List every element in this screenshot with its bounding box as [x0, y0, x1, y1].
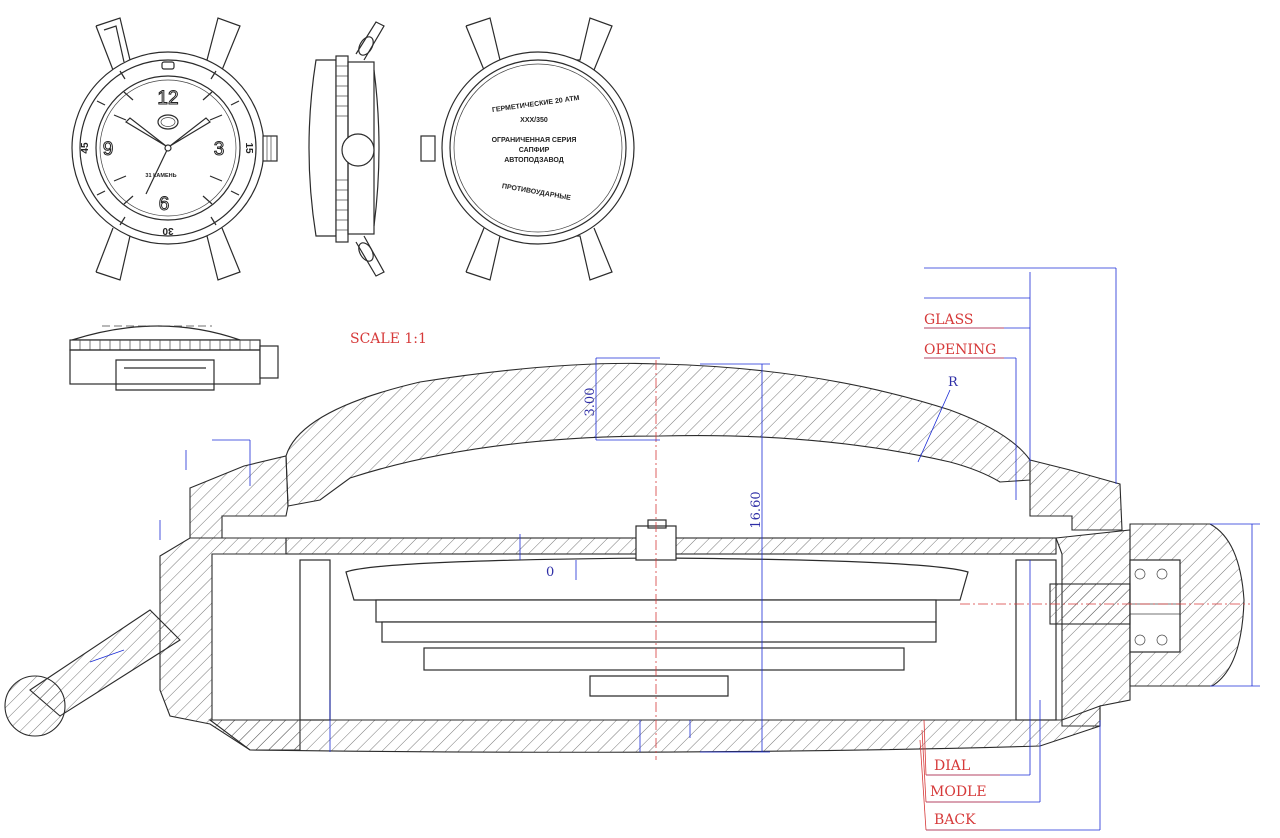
- numeral-6: 6: [159, 194, 170, 215]
- glass-crystal: [285, 362, 1031, 507]
- bezel-mark-45: 45: [80, 142, 91, 154]
- bezel-mark-30: 30: [162, 225, 174, 236]
- case-left: [159, 537, 301, 751]
- callout-glass: GLASS: [924, 312, 974, 328]
- side-view: [308, 21, 385, 277]
- top-crown-icon: [259, 345, 279, 379]
- case-right: [1055, 529, 1131, 727]
- back-crown-icon: [420, 135, 436, 162]
- dim-radius: R: [948, 375, 959, 390]
- callout-module: MODLE: [930, 784, 987, 800]
- dim-glass-thickness: 3.00: [583, 388, 598, 417]
- hour-indices: [113, 91, 223, 205]
- side-crown-icon: [341, 133, 375, 167]
- case-back: [208, 705, 1101, 753]
- case-back-view: ГЕРМЕТИЧЕСКИЕ 20 АТМ XXX/350 ОГРАНИЧЕННА…: [420, 17, 635, 281]
- callout-opening: OPENING: [924, 342, 996, 358]
- top-view: [69, 325, 279, 391]
- caseback-line-2: XXX/350: [520, 117, 548, 124]
- crown-icon: [262, 135, 278, 162]
- caseback-line-4: САПФИР: [519, 147, 550, 154]
- scale-label: SCALE 1:1: [350, 331, 427, 347]
- dim-gap: 0: [546, 565, 554, 580]
- callout-back: BACK: [934, 812, 976, 828]
- bezel-ticks: [96, 61, 240, 226]
- caseback-line-3: ОГРАНИЧЕННАЯ СЕРИЯ: [492, 137, 577, 144]
- movement-module: [345, 557, 969, 601]
- logo-icon: [157, 114, 179, 130]
- numeral-12: 12: [157, 88, 178, 109]
- cross-section: [4, 360, 1250, 760]
- watch-hands: [125, 117, 211, 195]
- dial-caption: 31 КАМЕНЬ: [145, 173, 176, 179]
- bezel-mark-15: 15: [243, 142, 254, 154]
- bezel-right: [1029, 459, 1123, 531]
- bezel-left: [189, 455, 289, 539]
- numeral-3: 3: [214, 139, 225, 160]
- strap-bar: [4, 609, 181, 737]
- caseback-line-5: АВТОПОДЗАВОД: [504, 157, 564, 164]
- dim-total-height: 16.60: [749, 491, 764, 528]
- callout-dial: DIAL: [934, 758, 970, 774]
- front-view: 15 30 45 12 3 6 9 31 КАМЕНЬ: [71, 17, 278, 281]
- numeral-9: 9: [103, 139, 114, 160]
- callouts: GLASS OPENING DIAL MODLE BACK: [919, 312, 1004, 831]
